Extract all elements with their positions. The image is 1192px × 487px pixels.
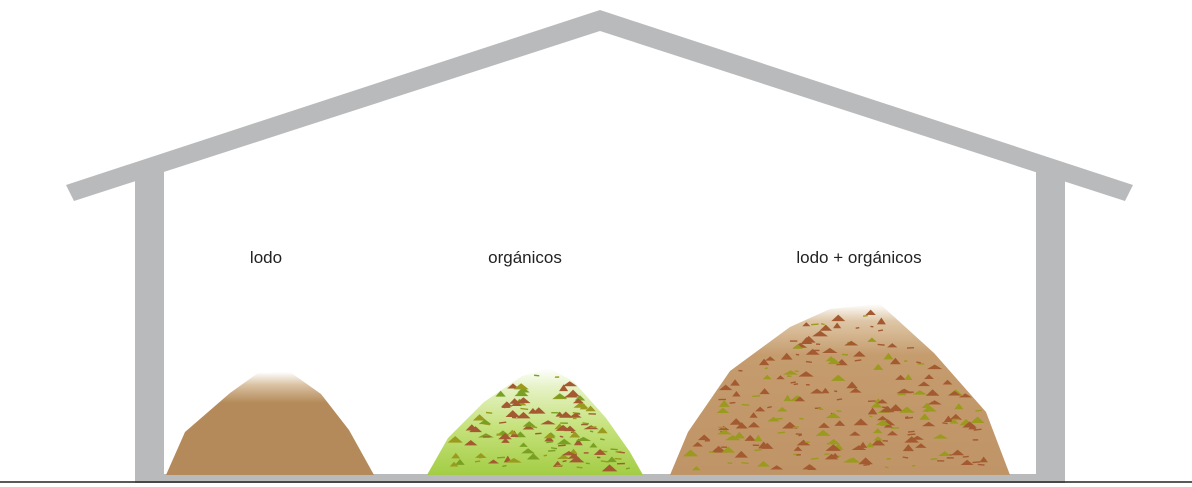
organics-fleck: [560, 436, 563, 437]
mixed-fleck: [755, 450, 762, 451]
mixed-fleck: [821, 324, 825, 325]
mixed-fleck: [855, 360, 862, 361]
shed-left-wall: [135, 168, 164, 482]
organics-fleck: [544, 455, 547, 456]
mixed-fleck: [942, 423, 947, 424]
mixed-fleck: [793, 427, 799, 428]
mixed-fleck: [730, 403, 736, 404]
organics-fleck: [558, 445, 566, 446]
mixed-fleck: [963, 456, 969, 457]
organics-fleck: [486, 413, 492, 414]
organics-fleck: [551, 448, 557, 449]
mixed-fleck: [863, 316, 868, 317]
mixed-fleck: [834, 391, 837, 392]
label-sludge: lodo: [250, 248, 282, 267]
label-organics: orgánicos: [488, 248, 562, 267]
mixed-fleck: [741, 463, 748, 464]
organics-fleck: [563, 461, 567, 462]
mixed-fleck: [791, 382, 796, 383]
mixed-fleck: [904, 361, 907, 362]
shed-roof: [66, 10, 1133, 201]
sludge-pile: [166, 372, 374, 475]
organics-fleck: [583, 423, 589, 424]
shed-right-wall: [1036, 168, 1065, 482]
mixed-fleck: [718, 427, 725, 428]
mixed-fleck: [811, 458, 819, 459]
organics-fleck: [590, 431, 593, 432]
organics-fleck: [571, 432, 574, 433]
mixed-fleck: [798, 435, 801, 436]
mixed-fleck: [916, 362, 921, 363]
mixed-fleck: [837, 399, 842, 400]
mixed-fleck: [778, 432, 785, 433]
organics-fleck: [475, 461, 480, 462]
organics-fleck: [497, 457, 505, 458]
mixed-fleck: [974, 429, 982, 430]
organics-fleck: [626, 468, 630, 469]
mixed-fleck: [709, 452, 714, 453]
mixed-fleck: [818, 409, 823, 410]
organics-fleck: [520, 408, 528, 409]
mixed-fleck: [824, 454, 829, 455]
organics-fleck: [610, 449, 617, 450]
mixed-fleck: [742, 405, 750, 406]
mixed-fleck: [767, 407, 771, 408]
organics-fleck: [502, 466, 506, 467]
organics-fleck: [534, 375, 539, 376]
mixed-fleck: [975, 410, 981, 411]
organics-fleck: [548, 451, 555, 452]
organics-fleck: [499, 422, 506, 423]
mixed-fleck: [836, 411, 841, 412]
label-mixed: lodo + orgánicos: [796, 248, 921, 267]
organics-fleck: [479, 457, 484, 458]
organics-fleck: [600, 439, 605, 440]
mixed-fleck: [905, 417, 908, 418]
organics-fleck: [577, 467, 583, 468]
mixed-fleck: [972, 462, 980, 463]
mixed-fleck: [752, 396, 760, 397]
mixed-fleck: [931, 459, 938, 460]
mixed-fleck: [903, 457, 908, 458]
mixed-fleck: [765, 368, 768, 369]
mixed-fleck: [869, 416, 872, 417]
mixed-fleck: [908, 434, 916, 435]
mixed-fleck: [863, 464, 870, 465]
mixed-fleck: [978, 464, 985, 465]
mixed-fleck: [908, 431, 915, 432]
mixed-fleck: [776, 418, 783, 419]
mixed-fleck: [806, 362, 812, 363]
mixed-fleck: [878, 344, 885, 345]
mixed-fleck: [878, 330, 883, 331]
organics-fleck: [532, 427, 537, 428]
organics-fleck: [546, 442, 553, 443]
mixed-fleck: [885, 467, 888, 468]
mixed-fleck: [811, 324, 818, 325]
organics-fleck: [586, 463, 590, 464]
mixed-fleck: [794, 384, 798, 385]
